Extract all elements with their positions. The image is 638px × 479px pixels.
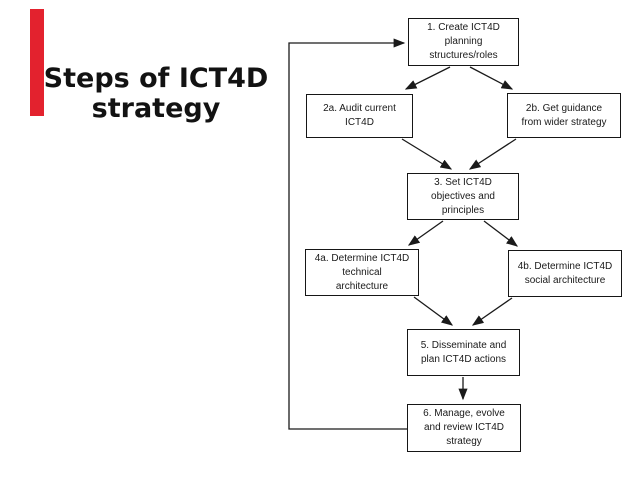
slide-title-line-2: strategy: [91, 93, 221, 124]
flow-box-line: principles: [441, 204, 485, 216]
flow-box-line: ICT4D: [345, 117, 374, 128]
arrow-3-to-4a: [407, 220, 444, 246]
flow-box-line: planning: [444, 36, 483, 47]
flow-box-line: 2b. Get guidance: [525, 102, 603, 114]
flow-box-line: 1. Create ICT4D: [427, 22, 500, 33]
flow-box-line: 3. Set ICT4D: [434, 176, 492, 188]
arrow-1-to-2a: [404, 66, 451, 90]
flow-box-line: 4b. Determine ICT4D: [517, 260, 613, 272]
arrow-1-to-2b: [469, 66, 514, 90]
arrow-3-to-4b: [483, 220, 519, 247]
flow-box-6: 6. Manage, evolve and review ICT4D strat…: [407, 404, 521, 452]
arrow-2b-to-3: [468, 138, 517, 170]
flow-box-line: structures/roles: [429, 50, 498, 61]
flow-box-2a: 2a. Audit current ICT4D: [306, 94, 413, 138]
slide-title-line-1: Steps of ICT4D: [43, 63, 269, 94]
flow-box-4a: 4a. Determine ICT4D technical architectu…: [305, 249, 419, 296]
flow-box-line: 6. Manage, evolve: [423, 408, 505, 419]
flow-box-line: 4a. Determine ICT4D: [314, 252, 410, 264]
flow-box-line: and review ICT4D: [423, 422, 505, 433]
flow-box-line: from wider strategy: [521, 116, 607, 128]
flow-box-line: 2a. Audit current: [323, 103, 396, 114]
flow-box-3: 3. Set ICT4D objectives and principles: [407, 173, 519, 220]
flow-box-line: plan ICT4D actions: [420, 353, 507, 365]
flow-box-2b: 2b. Get guidance from wider strategy: [507, 93, 621, 138]
flow-box-4b: 4b. Determine ICT4D social architecture: [508, 250, 622, 297]
flow-box-5: 5. Disseminate and plan ICT4D actions: [407, 329, 520, 376]
arrow-4a-to-5: [413, 296, 454, 326]
flow-box-1: 1. Create ICT4D planning structures/role…: [408, 18, 519, 66]
arrow-feedback-6-to-1: [288, 38, 407, 430]
flow-box-line: objectives and: [431, 190, 495, 202]
arrow-4b-to-5: [471, 297, 513, 326]
accent-bar: [30, 9, 44, 116]
flow-box-line: technical: [342, 266, 382, 278]
flow-box-line: architecture: [335, 280, 389, 292]
flow-box-line: 5. Disseminate and: [420, 339, 507, 351]
flow-box-line: social architecture: [524, 274, 606, 286]
arrow-2a-to-3: [401, 138, 453, 170]
slide-title: Steps of ICT4D strategy: [6, 64, 306, 124]
flow-box-line: strategy: [446, 436, 482, 447]
